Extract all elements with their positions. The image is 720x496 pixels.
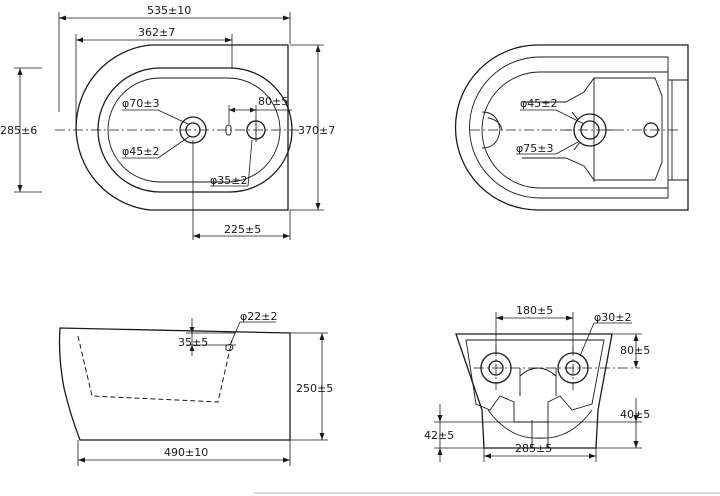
top-view-drain-inner	[185, 122, 201, 138]
dim-bottom-drain-flange: φ75±3	[516, 142, 553, 155]
rear-view-inner	[465, 339, 605, 423]
rear-view-outline	[455, 333, 613, 449]
dim-bolt-hole: φ30±2	[594, 311, 631, 324]
top-view-bowl-rim	[107, 77, 281, 183]
top-view-outline	[75, 44, 289, 211]
dim-drain-to-back: 225±5	[224, 223, 261, 236]
bottom-view: φ45±2 φ75±3	[454, 44, 689, 211]
side-view: 35±5 φ22±2 250±5 490±10	[58, 310, 333, 466]
top-view: 535±10 362±7 285±6 370±7 φ70±3 φ45±2	[0, 4, 335, 240]
dim-base-height: 42±5	[424, 429, 454, 442]
dim-overflow-depth: 35±5	[178, 336, 208, 349]
side-view-outline	[58, 327, 291, 441]
dim-drain-outer: φ45±2	[122, 145, 159, 158]
bottom-view-cavity	[522, 77, 663, 181]
bottom-view-inner-rim	[469, 56, 669, 199]
dim-outer-width: 285±6	[0, 124, 37, 137]
dim-bottom-drain-hole: φ45±2	[520, 97, 557, 110]
dim-base-width: 285±5	[515, 442, 552, 455]
dim-tap-offset: 80±5	[258, 95, 288, 108]
dim-bolt-height: 80±5	[620, 344, 650, 357]
dim-height: 250±5	[296, 382, 333, 395]
dim-overflow-hole: φ22±2	[240, 310, 277, 323]
bottom-view-outline	[454, 44, 689, 211]
dim-bolt-spacing: 180±5	[516, 304, 553, 317]
dim-inlet-height: 40±5	[620, 408, 650, 421]
dim-tap-hole: φ35±2	[210, 174, 247, 187]
dim-bowl-length: 362±7	[138, 26, 175, 39]
dim-drain-inner: φ70±3	[122, 97, 159, 110]
dim-overall-length: 535±10	[147, 4, 191, 17]
side-view-bowl-hidden	[77, 335, 233, 403]
top-view-overflow-slot	[225, 124, 232, 136]
top-view-bowl	[97, 67, 293, 193]
dim-depth: 490±10	[164, 446, 208, 459]
dim-side-height: 370±7	[298, 124, 335, 137]
rear-view: 180±5 φ30±2 80±5 40±5 42±5 285±5	[424, 304, 650, 462]
